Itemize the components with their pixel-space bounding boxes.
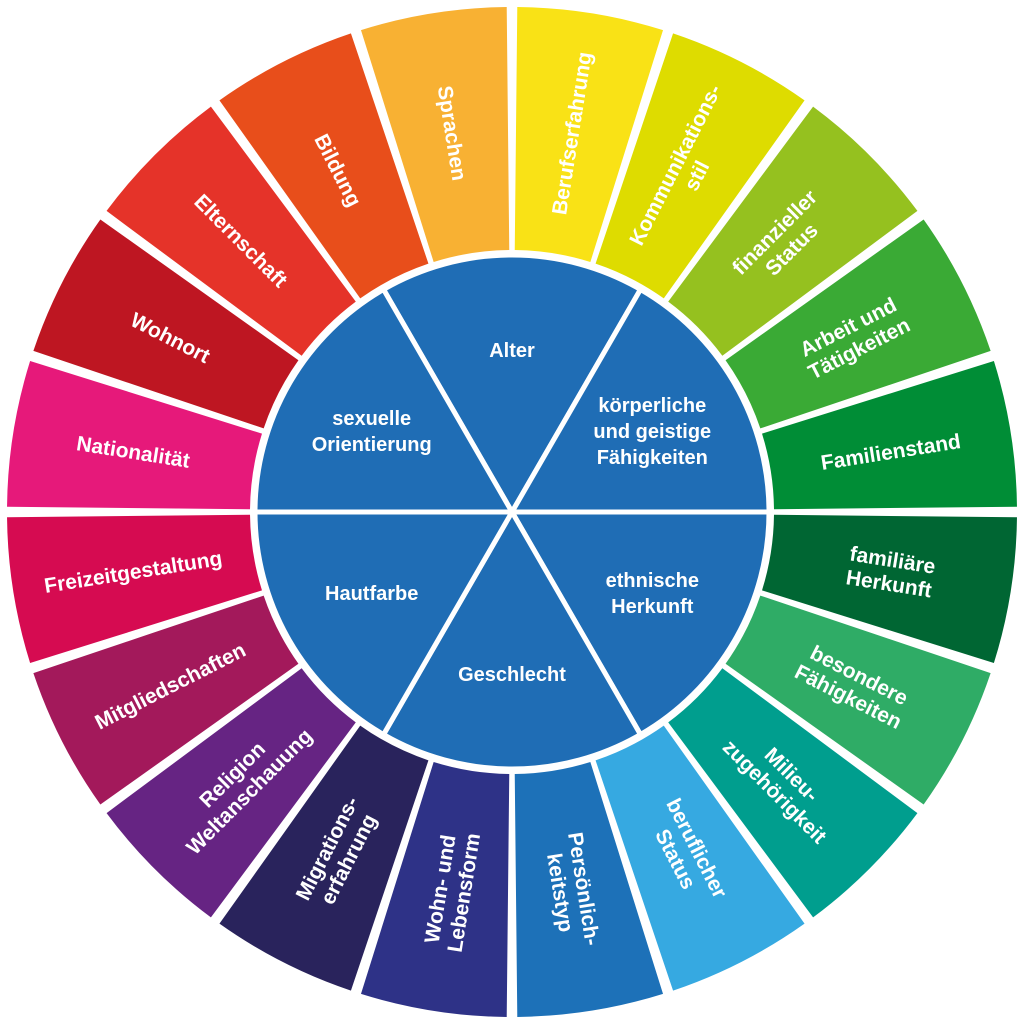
- inner-segment-label-line: sexuelle: [332, 408, 411, 430]
- inner-segment: [252, 509, 515, 738]
- inner-segment-label: Hautfarbe: [325, 583, 418, 605]
- inner-segment-label-line: Alter: [489, 340, 535, 362]
- outer-segment: [668, 668, 918, 918]
- outer-segment: [514, 762, 664, 1017]
- outer-segment: [762, 360, 1017, 510]
- outer-segment: [595, 725, 805, 991]
- inner-segment-label: Geschlecht: [458, 664, 566, 686]
- outer-segment: [33, 595, 299, 805]
- inner-segment: [509, 286, 772, 515]
- outer-segment: [668, 106, 918, 356]
- inner-segment: [509, 509, 772, 738]
- inner-segment-label-line: Herkunft: [611, 596, 694, 618]
- inner-segment-label: Alter: [489, 340, 535, 362]
- inner-segment-label-line: Fähigkeiten: [597, 447, 708, 469]
- outer-segment: [106, 668, 356, 918]
- inner-segment-label-line: körperliche: [598, 395, 706, 417]
- inner-segment-label-line: Geschlecht: [458, 664, 566, 686]
- inner-segment: [381, 252, 643, 515]
- outer-segment: [7, 514, 262, 664]
- outer-segment: [360, 762, 510, 1017]
- outer-segment: [33, 219, 299, 429]
- inner-segment-label-line: und geistige: [593, 421, 711, 443]
- outer-segment: [514, 7, 664, 262]
- inner-segment-label-line: Orientierung: [312, 434, 432, 456]
- inner-segment: [252, 286, 515, 515]
- inner-segment-label-line: Hautfarbe: [325, 583, 418, 605]
- outer-segment: [7, 360, 262, 510]
- inner-segment-label-line: ethnische: [606, 570, 699, 592]
- outer-segment: [360, 7, 510, 262]
- inner-segment: [381, 509, 643, 772]
- outer-segment: [725, 219, 991, 429]
- outer-segment: [219, 33, 429, 299]
- outer-segment: [106, 106, 356, 356]
- outer-segment: [219, 725, 429, 991]
- outer-segment: [595, 33, 805, 299]
- outer-segment: [762, 514, 1017, 664]
- outer-segment: [725, 595, 991, 805]
